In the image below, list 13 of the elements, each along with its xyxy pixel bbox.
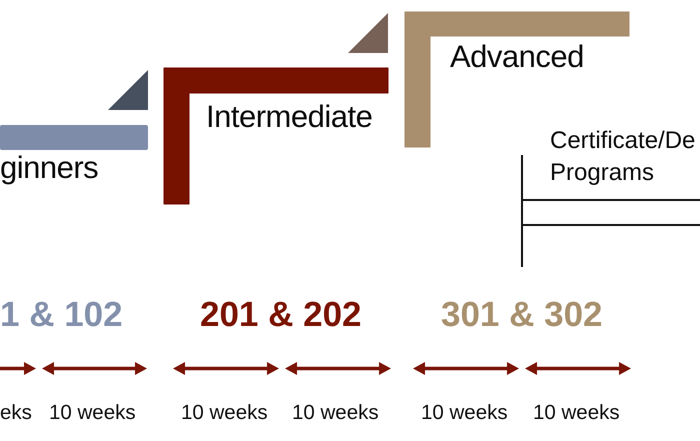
course-number: 301 & 302 <box>441 295 603 335</box>
level-title: ginners <box>0 150 98 186</box>
duration-label: 10 weeks <box>533 401 620 425</box>
level-title: Certificate/De Programs <box>550 126 696 188</box>
duration-label: 10 weeks <box>292 401 379 425</box>
course-number: 1 & 102 <box>0 295 123 335</box>
duration-label: 10 weeks <box>49 401 136 425</box>
duration-label: 10 weeks <box>181 401 268 425</box>
level-title: Advanced <box>450 39 584 75</box>
duration-label: eks <box>0 401 32 425</box>
duration-label: 10 weeks <box>421 401 508 425</box>
course-number: 201 & 202 <box>200 295 362 335</box>
level-title: Intermediate <box>206 99 372 135</box>
